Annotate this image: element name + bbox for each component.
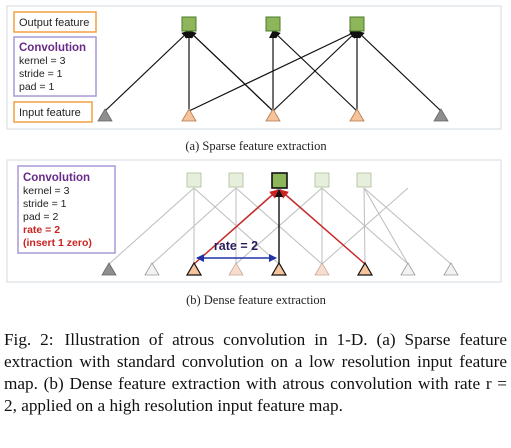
panel-b-input-nodes <box>101 261 459 276</box>
output-feature-label: Output feature <box>19 17 89 29</box>
pad-node-light <box>443 262 459 276</box>
panel-a-connections <box>104 30 442 112</box>
input-node <box>349 108 365 122</box>
params-box-b <box>17 165 116 254</box>
connection-line <box>272 30 358 112</box>
input-feature-label: Input feature <box>19 107 81 119</box>
connection-line <box>363 187 409 265</box>
connection-line <box>363 187 452 265</box>
zero-node <box>400 262 416 276</box>
panel-a-input-nodes <box>97 108 449 122</box>
pad-node <box>97 108 113 122</box>
rate-label: rate = 2 <box>214 239 258 253</box>
panel-a: Output feature Convolution kernel = 3 st… <box>6 5 502 130</box>
pad-node <box>101 262 117 276</box>
output-node <box>228 172 244 188</box>
zero-node <box>144 262 160 276</box>
param-rate-b: rate = 2 <box>23 224 60 236</box>
output-node <box>314 172 330 188</box>
panel-a-output-nodes <box>181 16 365 32</box>
panel-b: rate = 2 Convolution kernel = 3 stride =… <box>6 159 502 283</box>
connection-line <box>356 30 442 112</box>
input-node-active <box>270 261 288 276</box>
input-node-active <box>356 261 374 276</box>
figure-caption: Fig. 2: Illustration of atrous convoluti… <box>4 329 507 417</box>
figure-caption-prefix: Fig. 2: <box>4 330 54 349</box>
output-node <box>181 16 197 32</box>
params-box-a <box>13 36 97 97</box>
pad-node <box>433 108 449 122</box>
subcaption-a: (a) Sparse feature extraction <box>185 139 327 153</box>
output-node <box>265 16 281 32</box>
panel-b-faded-connections <box>108 187 452 265</box>
input-feature-label-box <box>13 101 93 123</box>
panel-b-frame <box>6 159 502 283</box>
params-title-a: Convolution <box>19 42 86 54</box>
connection-line <box>193 189 279 265</box>
input-node <box>265 108 281 122</box>
param-pad-b: pad = 2 <box>23 211 58 223</box>
panel-a-frame <box>6 5 502 130</box>
input-node <box>228 262 244 276</box>
input-node <box>181 108 197 122</box>
param-stride-b: stride = 1 <box>23 198 67 210</box>
output-node <box>356 172 372 188</box>
connection-line <box>188 30 274 112</box>
connection-line <box>321 187 409 265</box>
subcaption-b: (b) Dense feature extraction <box>186 293 327 307</box>
params-title-b: Convolution <box>23 172 90 184</box>
output-node <box>186 172 202 188</box>
output-node <box>349 16 365 32</box>
output-node-active <box>271 172 288 189</box>
connection-line <box>108 187 195 265</box>
param-insert-zero-b: (insert 1 zero) <box>23 237 92 249</box>
param-kernel-a: kernel = 3 <box>19 55 66 67</box>
input-node <box>314 262 330 276</box>
panel-b-highlighted-connections <box>193 189 366 265</box>
figure-caption-text: Illustration of atrous convolution in 1-… <box>4 330 508 415</box>
input-node-active <box>185 261 203 276</box>
connection-line <box>279 189 366 265</box>
param-pad-a: pad = 1 <box>19 81 54 93</box>
param-kernel-b: kernel = 3 <box>23 185 70 197</box>
panel-b-output-nodes <box>186 172 372 189</box>
connection-line <box>104 30 190 112</box>
output-feature-label-box <box>13 11 97 33</box>
param-stride-a: stride = 1 <box>19 68 63 80</box>
